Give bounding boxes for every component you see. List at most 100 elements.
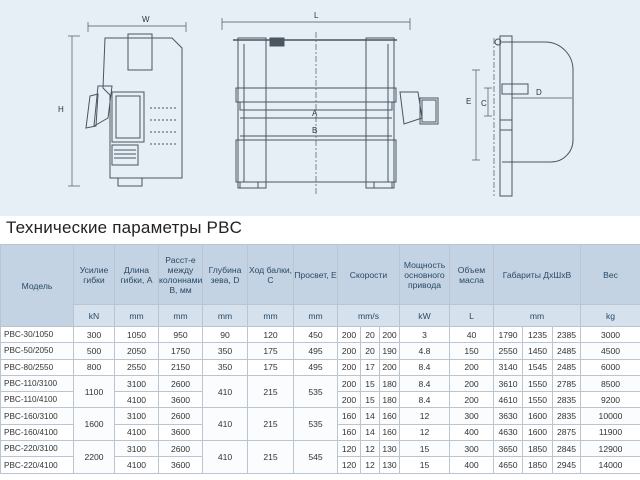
cell-dim-length: 3140 (493, 358, 523, 376)
unit-dimensions: mm (493, 304, 581, 327)
dimension-label-l: L (314, 11, 319, 20)
cell-weight: 9200 (580, 391, 640, 409)
press-brake-drawing: W H L A B C D E (58, 11, 574, 197)
cell-between: 1750 (158, 342, 203, 360)
cell-oil: 300 (449, 440, 494, 458)
table-row: PBC-30/1050 300 1050 950 90 120 450 200 … (0, 325, 640, 344)
cell-speed-2: 12 (360, 440, 380, 458)
cell-model: PBC-110/4100 (0, 391, 74, 409)
cell-power: 3 (399, 325, 450, 344)
cell-speed-2: 14 (360, 423, 380, 442)
cell-oil: 200 (449, 391, 494, 409)
cell-throat: 410 (202, 440, 248, 474)
cell-force: 500 (73, 342, 115, 360)
cell-oil: 150 (449, 342, 494, 360)
cell-dim-height: 2485 (552, 342, 581, 360)
unit-throat: mm (202, 304, 248, 327)
table-row: PBC-160/4100 4100 3600 160 14 160 12 400… (0, 423, 640, 442)
cell-speed-3: 180 (379, 391, 400, 409)
cell-length: 2550 (114, 358, 159, 376)
cell-model: PBC-30/1050 (0, 325, 74, 344)
specifications-table: Модель Усилие гибки Длина гибки, A Расст… (0, 244, 640, 474)
cell-oil: 400 (449, 456, 494, 474)
cell-speed-2: 14 (360, 407, 380, 425)
cell-between: 2600 (158, 407, 203, 425)
table-row: PBC-220/4100 4100 3600 120 12 130 15 400… (0, 456, 640, 474)
cell-daylight: 545 (293, 440, 338, 474)
cell-power: 12 (399, 423, 450, 442)
cell-power: 8.4 (399, 391, 450, 409)
cell-length: 2050 (114, 342, 159, 360)
cell-dim-width: 1850 (522, 456, 553, 474)
unit-force: kN (73, 304, 115, 327)
cell-speed-3: 130 (379, 456, 400, 474)
cell-dim-height: 2835 (552, 407, 581, 425)
table-row: PBC-220/3100 2200 3100 2600 410 215 545 … (0, 440, 640, 474)
cell-stroke: 215 (247, 407, 294, 442)
cell-throat: 410 (202, 407, 248, 442)
cell-oil: 200 (449, 374, 494, 393)
cell-model: PBC-220/4100 (0, 456, 74, 474)
cell-dim-height: 2945 (552, 456, 581, 474)
page-title: Технические параметры PBC (6, 218, 243, 237)
cell-power: 4.8 (399, 342, 450, 360)
table-units-row: kN mm mm mm mm mm mm/s kW L mm kg (1, 304, 640, 327)
cell-power: 15 (399, 440, 450, 458)
cell-dim-width: 1850 (522, 440, 553, 458)
cell-throat: 410 (202, 374, 248, 409)
cell-force: 800 (73, 358, 115, 376)
cell-between: 950 (158, 325, 203, 344)
cell-model: PBC-160/4100 (0, 423, 74, 442)
cell-weight: 8500 (580, 374, 640, 393)
unit-oil: L (449, 304, 494, 327)
cell-speed-2: 17 (360, 358, 380, 376)
dimension-label-h: H (58, 105, 64, 114)
cell-length: 4100 (114, 456, 159, 474)
cell-dim-height: 2485 (552, 358, 581, 376)
cell-force: 1600 (73, 407, 115, 442)
cell-length: 4100 (114, 391, 159, 409)
cell-dim-width: 1600 (522, 407, 553, 425)
cell-speed-2: 12 (360, 456, 380, 474)
cell-speed-1: 120 (337, 456, 361, 474)
cell-speed-3: 160 (379, 407, 400, 425)
cell-model: PBC-50/2050 (0, 342, 74, 360)
header-model: Модель (0, 244, 74, 327)
dimension-label-w: W (142, 15, 150, 24)
header-length: Длина гибки, A (114, 244, 159, 305)
cell-daylight: 535 (293, 374, 338, 409)
cell-dim-height: 2785 (552, 374, 581, 393)
cell-stroke: 175 (247, 358, 294, 376)
cell-stroke: 175 (247, 342, 294, 360)
header-force: Усилие гибки (73, 244, 115, 305)
cell-dim-width: 1450 (522, 342, 553, 360)
cell-speed-1: 160 (337, 423, 361, 442)
cell-dim-length: 2550 (493, 342, 523, 360)
dimension-label-c: C (481, 99, 487, 108)
unit-speeds: mm/s (337, 304, 400, 327)
cell-speed-1: 200 (337, 358, 361, 376)
table-row: PBC-110/3100 1100 3100 2600 410 215 535 … (0, 374, 640, 409)
cell-model: PBC-80/2550 (0, 358, 74, 376)
cell-throat: 90 (202, 325, 248, 344)
cell-throat: 350 (202, 342, 248, 360)
cell-dim-length: 4610 (493, 391, 523, 409)
cell-dim-height: 2835 (552, 391, 581, 409)
cell-daylight: 450 (293, 325, 338, 344)
cell-speed-2: 20 (360, 342, 380, 360)
cell-stroke: 215 (247, 440, 294, 474)
unit-daylight: mm (293, 304, 338, 327)
cell-weight: 12900 (580, 440, 640, 458)
cell-dim-width: 1235 (522, 325, 553, 344)
cell-power: 15 (399, 456, 450, 474)
cell-stroke: 215 (247, 374, 294, 409)
dimension-label-e: E (466, 97, 471, 106)
dimension-label-b: B (312, 126, 317, 135)
cell-speed-3: 190 (379, 342, 400, 360)
cell-dim-width: 1550 (522, 391, 553, 409)
cell-speed-1: 120 (337, 440, 361, 458)
cell-speed-3: 160 (379, 423, 400, 442)
cell-model: PBC-110/3100 (0, 374, 74, 393)
cell-between: 3600 (158, 423, 203, 442)
cell-length: 3100 (114, 374, 159, 393)
